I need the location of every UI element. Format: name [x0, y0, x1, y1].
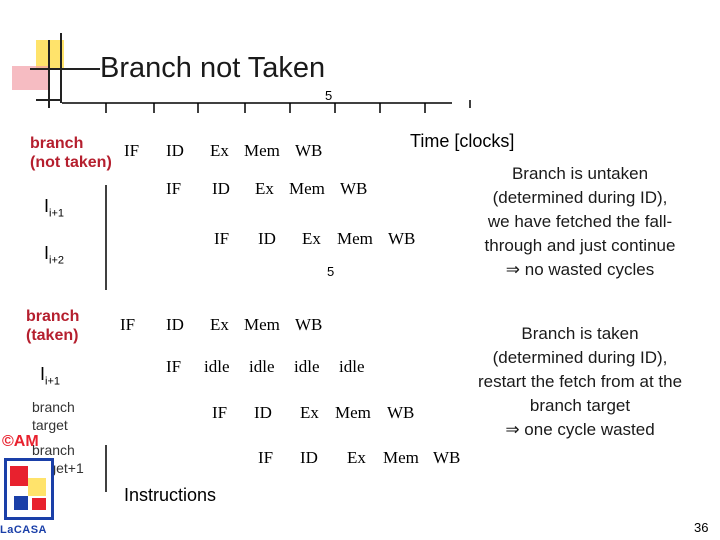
stage-cell: WB — [295, 141, 323, 160]
stage-cell: idle — [339, 357, 365, 376]
stage-cell: Ex — [210, 315, 229, 334]
stage-cell: IF — [212, 403, 228, 422]
stage-cell: Ex — [347, 448, 366, 467]
stage-cell: ID — [166, 315, 184, 334]
stage-cell: Mem — [289, 179, 325, 198]
copyright-mark: ©AM — [2, 433, 39, 450]
stage-cell: Ex — [302, 229, 321, 248]
note-untaken: Branch is untaken (determined during ID)… — [484, 164, 676, 279]
stage-cell: Mem — [335, 403, 371, 422]
stage-cell: ID — [254, 403, 272, 422]
stage-cell: idle — [204, 357, 230, 376]
instr-i1-taken-label: Ii+1 — [40, 364, 61, 388]
branch-not-taken-label: branch (not taken) — [30, 135, 112, 171]
stage-cell: ID — [258, 229, 276, 248]
stage-cell: ID — [166, 141, 184, 160]
stage-cell: WB — [433, 448, 461, 467]
instr-i1-label: Ii+1 — [44, 196, 65, 220]
stage-cell: WB — [388, 229, 416, 248]
instructions-axis-label: Instructions — [124, 485, 217, 505]
stage-cell: Ex — [300, 403, 319, 422]
stage-cell: Mem — [383, 448, 419, 467]
stage-cell: Ex — [210, 141, 229, 160]
stage-cell: Mem — [337, 229, 373, 248]
time-axis-label: Time [clocks] — [410, 131, 515, 151]
page-title: Branch not Taken — [100, 52, 326, 84]
stage-cell: IF — [166, 179, 182, 198]
axis-mark-top: 5 — [325, 88, 333, 103]
stage-cell: WB — [295, 315, 323, 334]
stage-cell: IF — [258, 448, 274, 467]
stage-cell: IF — [120, 315, 136, 334]
instr-i2-label: Ii+2 — [44, 243, 65, 267]
branch-taken-label: branch (taken) — [26, 308, 80, 344]
page-number: 36 — [694, 520, 709, 535]
stage-cell: ID — [212, 179, 230, 198]
stage-cell: Mem — [244, 315, 280, 334]
branch-target-label: branch target — [32, 399, 75, 433]
note-taken: Branch is taken (determined during ID), … — [477, 324, 683, 439]
stage-cell: Ex — [255, 179, 274, 198]
logo-text: LaCASA — [0, 524, 48, 536]
stage-cell: idle — [294, 357, 320, 376]
stage-cell: WB — [340, 179, 368, 198]
stage-cell: IF — [166, 357, 182, 376]
stage-cell: Mem — [244, 141, 280, 160]
axis-mark-mid: 5 — [327, 264, 335, 279]
stage-cell: IF — [124, 141, 140, 160]
stage-cell: IF — [214, 229, 230, 248]
stage-cell: idle — [249, 357, 275, 376]
stage-cell: WB — [387, 403, 415, 422]
stage-cell: ID — [300, 448, 318, 467]
